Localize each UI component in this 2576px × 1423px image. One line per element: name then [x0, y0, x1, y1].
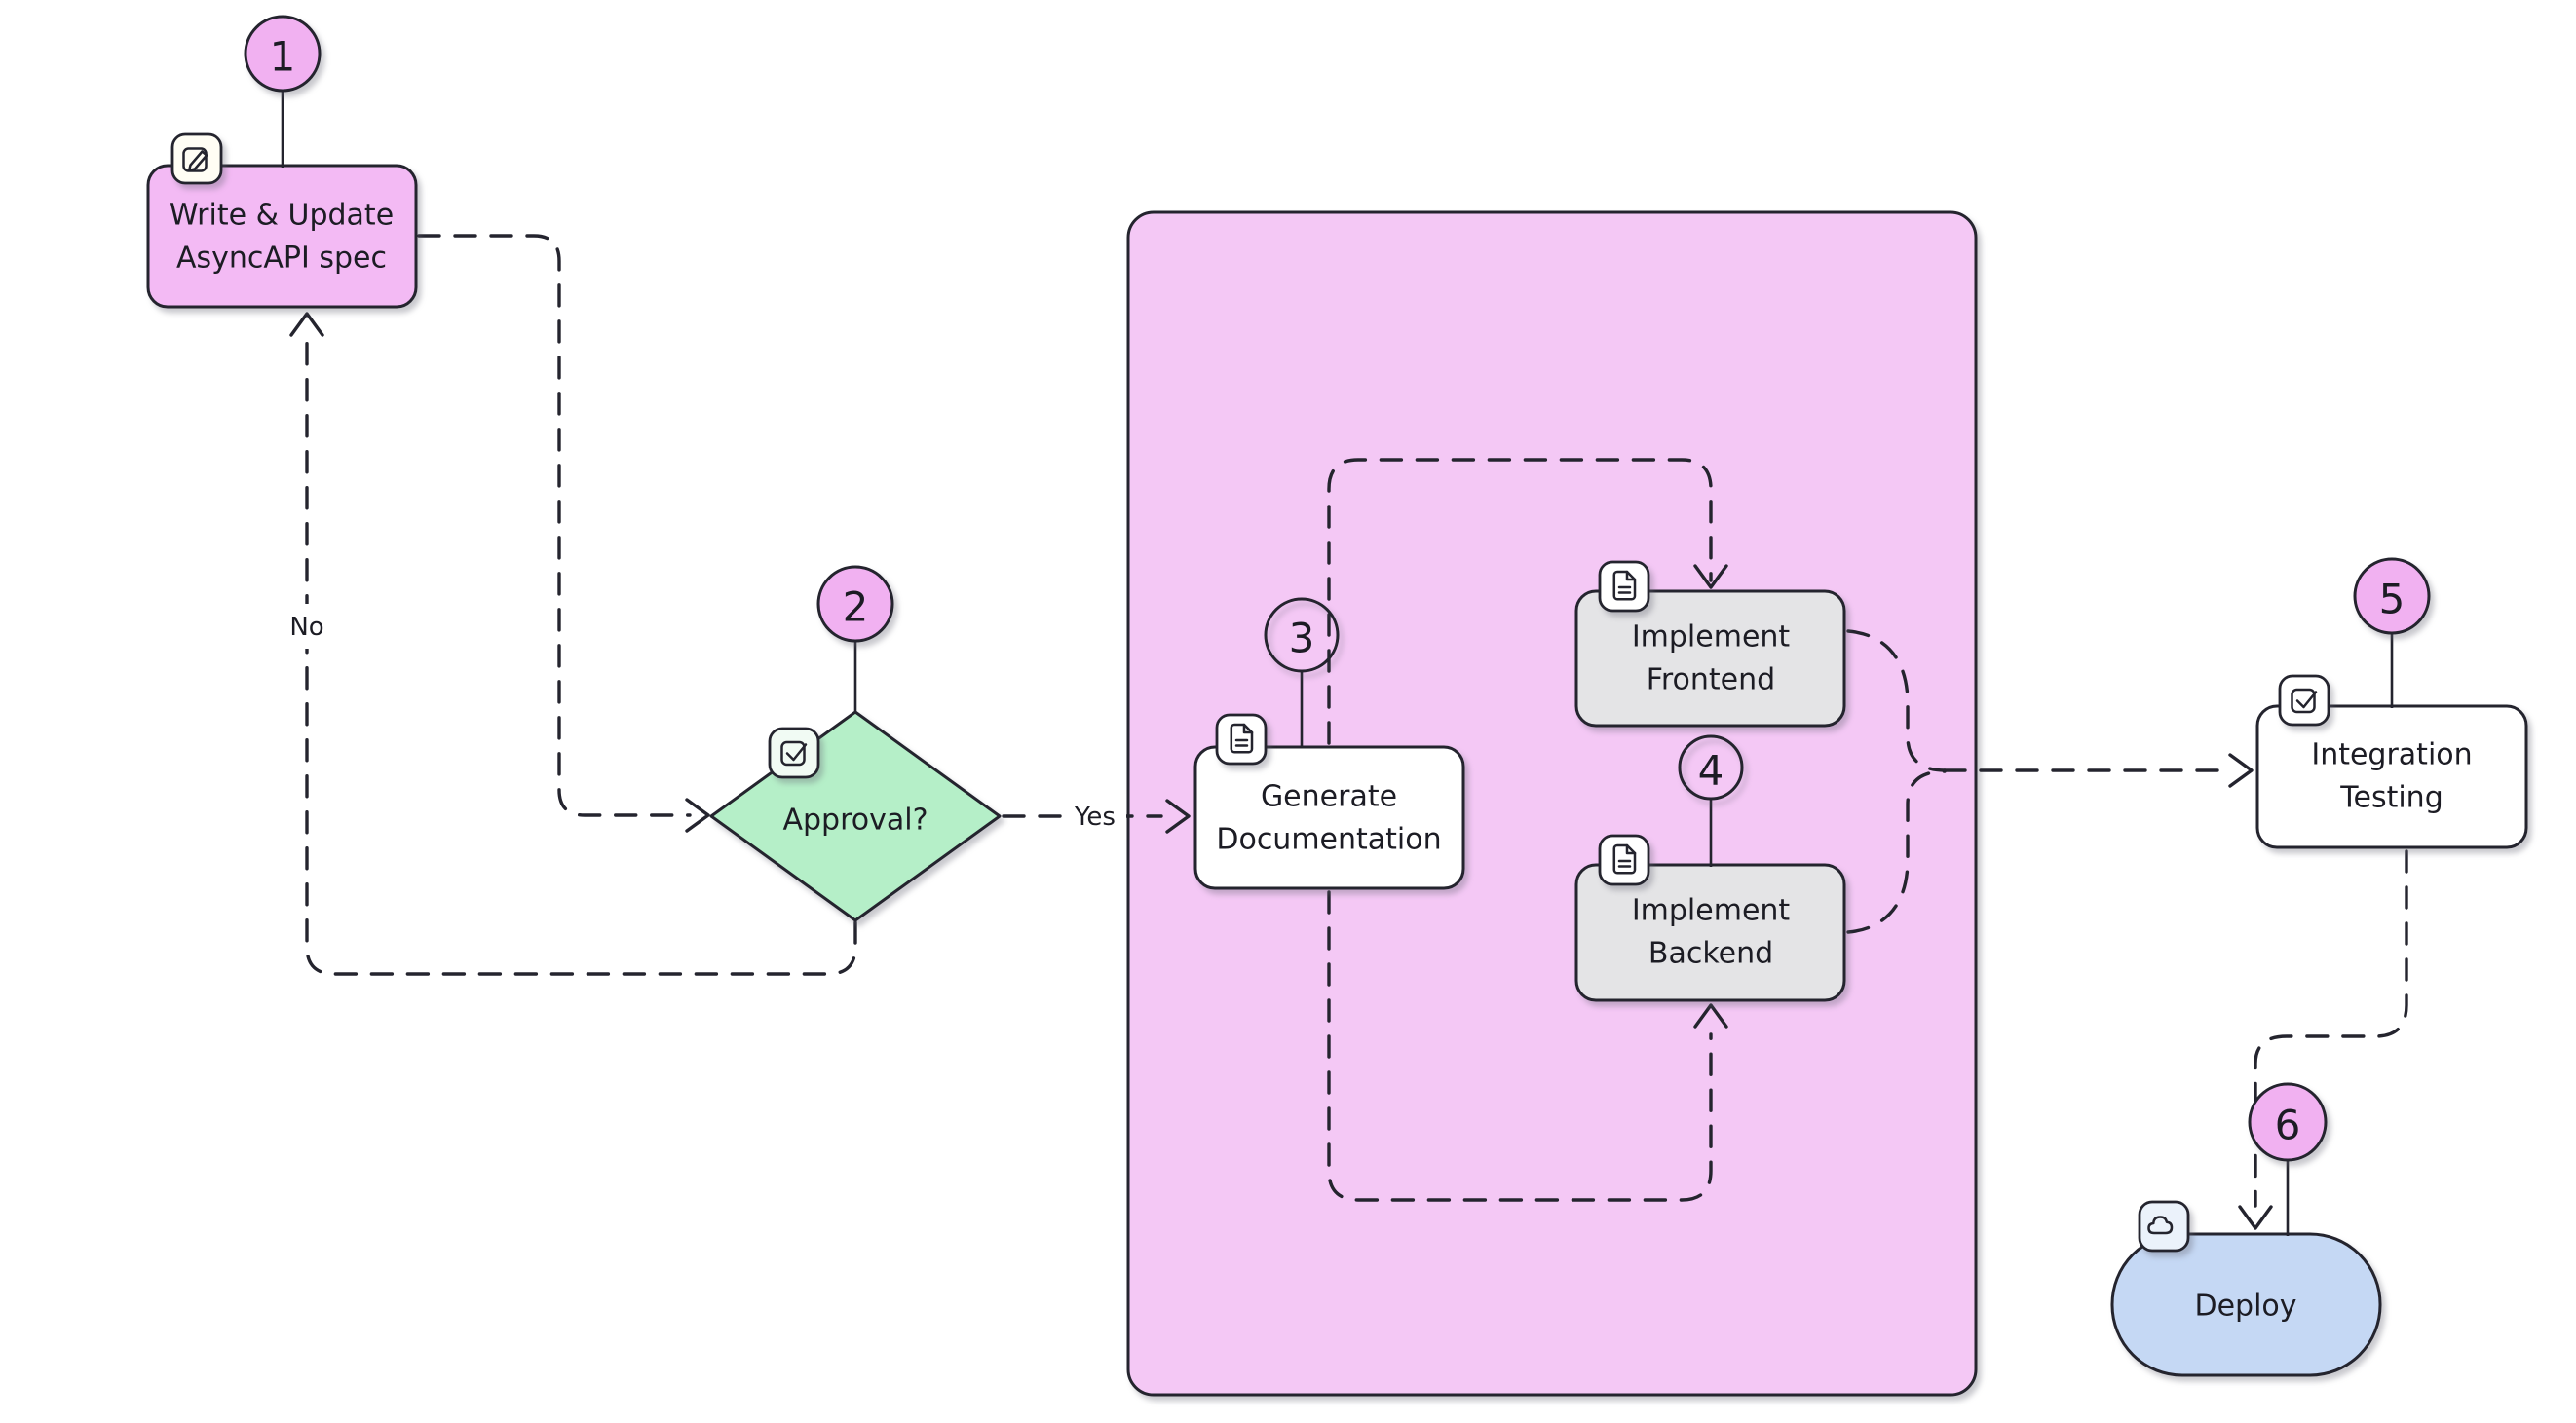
circle-6-number: 6 [2275, 1102, 2301, 1149]
badge-rect [2278, 674, 2330, 727]
arrowhead-into-testing [2228, 753, 2254, 788]
step-circle-6: 6 [2248, 1082, 2328, 1236]
edge-testing-to-deploy [2254, 849, 2408, 1208]
arrowhead-into-backend [1693, 1003, 1728, 1029]
implement-frontend-label-line1: Implement [1632, 620, 1791, 655]
node-generate-docs: Generate Documentation [1193, 713, 1465, 890]
write-update-label-line2: AsyncAPI spec [176, 242, 387, 276]
step-circle-2: 2 [816, 565, 894, 714]
cloud-icon [2147, 1216, 2174, 1235]
node-implement-frontend: Implement Frontend [1574, 560, 1846, 728]
edge-label-yes: Yes [1064, 794, 1126, 839]
generate-docs-label-line1: Generate [1261, 780, 1397, 814]
integration-testing-badge [2278, 674, 2330, 727]
circle-6 [2248, 1082, 2328, 1162]
step-circle-1: 1 [244, 15, 322, 168]
circle-4-number: 4 [1698, 747, 1724, 795]
generate-docs-label-line2: Documentation [1216, 823, 1441, 857]
circle-1-number: 1 [270, 33, 296, 81]
arrowhead-into-write-update [289, 312, 324, 337]
write-update-label-line1: Write & Update [170, 199, 394, 233]
write-update-badge [170, 132, 223, 185]
edge-docs-to-backend [1327, 890, 1713, 1202]
node-implement-backend: Implement Backend [1574, 834, 1846, 1002]
step-circle-4: 4 [1678, 734, 1744, 867]
node-integration-testing: Integration Testing [2255, 674, 2528, 849]
circle-3-number: 3 [1289, 615, 1315, 662]
implement-frontend-badge [1598, 560, 1650, 613]
circle-3 [1264, 597, 1340, 673]
generate-docs-badge [1215, 713, 1268, 766]
deploy-box [2110, 1232, 2382, 1377]
implement-backend-label-line2: Backend [1648, 937, 1773, 971]
edge-approval-no-loop [305, 341, 857, 976]
no-label: No [289, 613, 323, 642]
check-square-icon [780, 740, 808, 767]
badge-rect [2138, 1200, 2190, 1253]
deploy-label: Deploy [2194, 1290, 2296, 1324]
arrowhead-into-deploy [2238, 1205, 2273, 1230]
edge-backend-to-testing [1846, 769, 1947, 934]
edge-label-no: No [282, 604, 332, 649]
circle-2-number: 2 [843, 583, 869, 631]
node-approval: Approval? [709, 710, 1002, 922]
approval-badge [768, 727, 820, 779]
check-square-icon [2291, 688, 2318, 714]
implement-backend-badge [1598, 834, 1650, 886]
arrowhead-into-generate-docs [1165, 799, 1191, 834]
circle-5 [2353, 557, 2431, 635]
node-write-update: Write & Update AsyncAPI spec [146, 132, 418, 309]
yes-label: Yes [1074, 803, 1116, 832]
write-update-box [146, 164, 418, 309]
no-label-bg [282, 604, 332, 649]
badge-rect [768, 727, 820, 779]
pencil-square-icon [182, 147, 208, 172]
deploy-badge [2138, 1200, 2190, 1253]
circle-1 [244, 15, 322, 93]
yes-label-bg [1064, 794, 1126, 839]
step-circle-3: 3 [1264, 597, 1340, 748]
edge-write-to-approval [417, 234, 692, 817]
circle-5-number: 5 [2379, 576, 2406, 623]
document-icon [1612, 570, 1637, 601]
integration-testing-label-line1: Integration [2311, 738, 2472, 772]
node-deploy: Deploy [2110, 1200, 2382, 1377]
approval-label: Approval? [782, 804, 928, 838]
step-circle-5: 5 [2353, 557, 2431, 708]
arrowhead-into-approval [685, 798, 710, 833]
integration-testing-box [2255, 704, 2528, 849]
circle-2 [816, 565, 894, 643]
integration-testing-label-line2: Testing [2339, 781, 2443, 815]
arrowhead-into-frontend [1693, 564, 1728, 589]
document-icon [1612, 843, 1637, 875]
implement-frontend-box [1574, 589, 1846, 728]
implement-frontend-label-line2: Frontend [1647, 663, 1775, 697]
generate-docs-box [1193, 745, 1465, 890]
subgraph-container [1126, 210, 1978, 1397]
document-icon [1230, 723, 1254, 754]
edge-docs-to-frontend [1327, 458, 1713, 745]
implement-backend-label-line1: Implement [1632, 894, 1791, 928]
circle-4 [1678, 734, 1744, 801]
